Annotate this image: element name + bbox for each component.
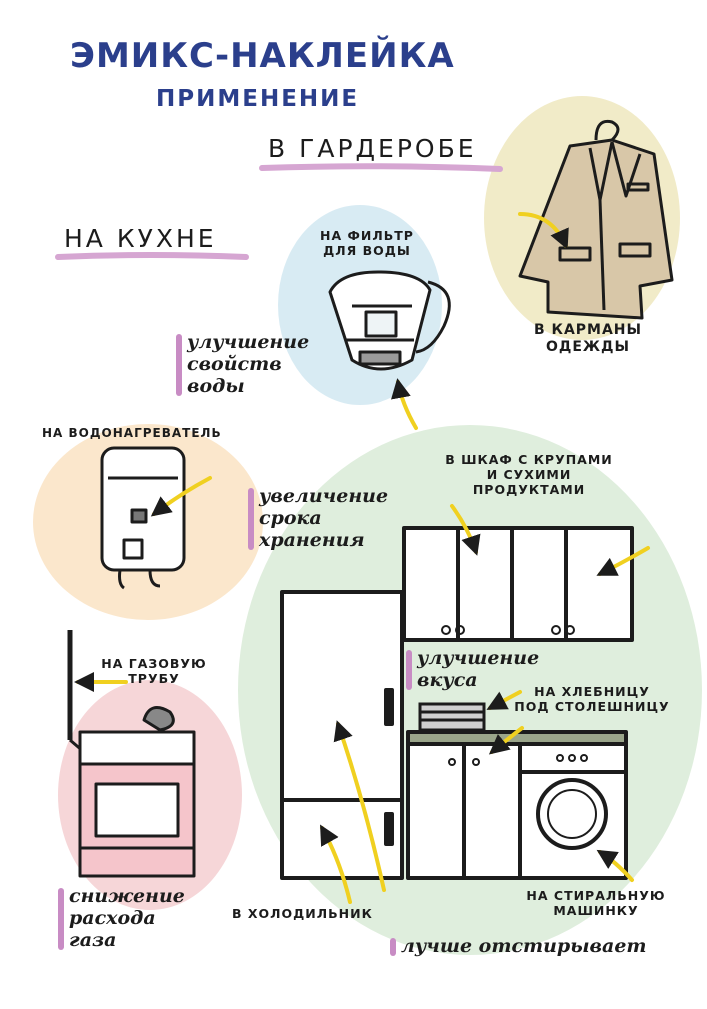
- label-water-heater: на водонагреватель: [42, 426, 222, 440]
- section-kitchen: на кухне: [64, 224, 217, 253]
- arrow-cabinet-left: [450, 504, 481, 556]
- benefit-taste: улучшение вкуса: [406, 647, 539, 692]
- benefit-water: улучшение свойств воды: [176, 331, 309, 398]
- label-bread-box: на хлебницу под столешницу: [514, 684, 670, 714]
- label-gas-pipe: на газовую трубу: [101, 656, 207, 686]
- section-wardrobe: в гардеробе: [268, 134, 477, 163]
- label-cabinet: в шкаф с крупами и сухими продуктами: [445, 452, 613, 497]
- water-heater-icon: [100, 446, 186, 590]
- label-pockets: в карманы одежды: [533, 322, 643, 355]
- gas-stove-icon: [67, 630, 196, 878]
- label-fridge: в холодильник: [232, 906, 373, 921]
- label-washing-machine: на стиральную машинку: [526, 888, 666, 918]
- arrow-bread-box: [486, 690, 522, 710]
- kitchen-underline: [55, 252, 249, 260]
- kitchen-cabinet-icon: [402, 526, 634, 642]
- arrow-water-filter: [391, 378, 418, 430]
- filter-jug-icon: [328, 270, 451, 371]
- benefit-gas: снижение расхода газа: [58, 885, 185, 952]
- arrow-washer: [596, 849, 634, 882]
- arrow-pockets: [518, 212, 569, 250]
- arrow-cabinet-right: [596, 546, 650, 576]
- bread-box-icon: [418, 702, 486, 732]
- benefit-storage: увеличение срока хранения: [248, 485, 388, 552]
- arrow-counter: [488, 726, 524, 755]
- arrows: [74, 212, 650, 904]
- wardrobe-underline: [259, 163, 503, 172]
- arrow-water-heater: [150, 476, 212, 517]
- benefit-washing: лучше отстирывает: [390, 935, 647, 958]
- main-title: ЭМИКС-наклейка: [70, 36, 455, 76]
- label-water-filter: на фильтр для воды: [320, 228, 414, 258]
- subtitle: применение: [156, 86, 360, 112]
- arrow-fridge-bottom: [320, 824, 352, 904]
- arrow-fridge-top: [333, 720, 386, 892]
- jacket-icon: [518, 119, 674, 320]
